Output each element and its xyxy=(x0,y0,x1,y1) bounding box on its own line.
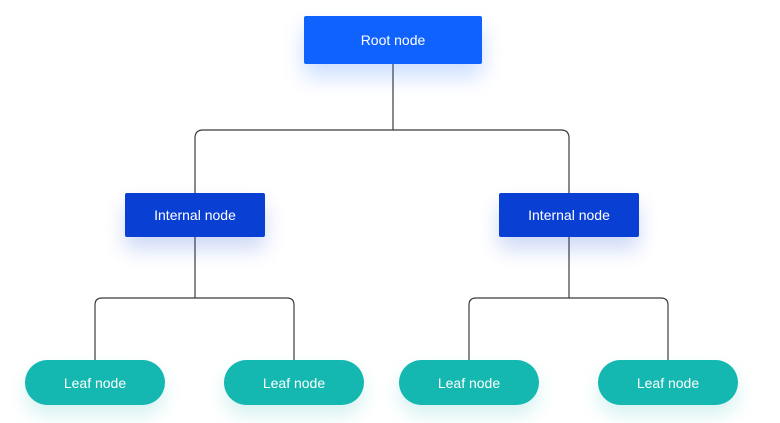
edge-internal-left-to-leaf-2 xyxy=(195,297,295,360)
internal-node-left: Internal node xyxy=(125,193,265,237)
edge-internal-right-to-leaf-4 xyxy=(569,297,669,360)
leaf-node-4: Leaf node xyxy=(598,360,738,405)
leaf-node-3: Leaf node xyxy=(399,360,539,405)
edge-root-to-internal-left xyxy=(194,129,393,193)
edge-root-to-internal-right xyxy=(393,129,570,193)
edge-internal-left-to-leaf-1 xyxy=(94,297,195,360)
root-node: Root node xyxy=(304,16,482,64)
leaf-node-1: Leaf node xyxy=(25,360,165,405)
leaf-node-2: Leaf node xyxy=(224,360,364,405)
edge-internal-right-to-leaf-3 xyxy=(468,297,569,360)
internal-node-right: Internal node xyxy=(499,193,639,237)
